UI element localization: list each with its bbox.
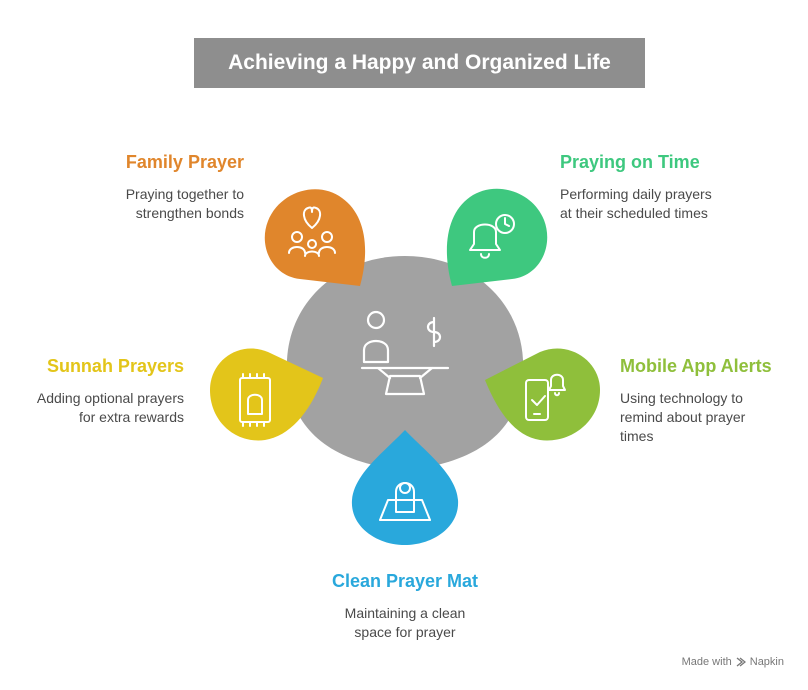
family-desc-line1: Praying together to (125, 186, 244, 202)
mat-label: Clean Prayer Mat Maintaining a clean spa… (270, 571, 540, 642)
title-text: Achieving a Happy and Organized Life (228, 51, 611, 74)
sunnah-drop (210, 348, 323, 441)
family-heart-icon (288, 206, 336, 257)
on-time-desc-line1: Performing daily prayers (560, 186, 712, 202)
footer-made-with: Made with (681, 656, 732, 668)
on-time-label: Praying on Time Performing daily prayers… (560, 152, 712, 223)
family-label: Family Prayer Praying together to streng… (126, 152, 244, 223)
phone-bell-icon (525, 373, 566, 421)
family-desc-line2: strengthen bonds (135, 205, 244, 221)
mobile-desc-line2: remind about prayer (620, 409, 746, 425)
mat-desc-line2: space for prayer (354, 624, 456, 640)
footer-brand: Napkin (749, 656, 784, 668)
sunnah-desc-line2: for extra rewards (78, 409, 184, 425)
center-shape (286, 256, 524, 470)
balance-scale-person-dollar-icon (360, 310, 450, 396)
family-heading: Family Prayer (125, 152, 244, 172)
on-time-drop (446, 188, 548, 286)
sunnah-heading: Sunnah Prayers (46, 356, 184, 376)
diagram-title: Achieving a Happy and Organized Life (194, 38, 645, 88)
sunnah-label: Sunnah Prayers Adding optional prayers f… (37, 356, 184, 427)
footer: Made with Napkin (682, 656, 784, 668)
mobile-desc-line3: times (620, 428, 654, 444)
mat-drop (351, 430, 459, 545)
bell-clock-icon (469, 214, 515, 259)
sunnah-desc-line1: Adding optional prayers (36, 390, 184, 406)
family-drop (264, 189, 366, 286)
on-time-heading: Praying on Time (560, 152, 700, 172)
prayer-rug-icon (239, 373, 271, 427)
mat-desc-line1: Maintaining a clean (344, 605, 466, 621)
mobile-drop (485, 348, 600, 441)
mobile-heading: Mobile App Alerts (620, 356, 772, 376)
napkin-logo-icon (736, 657, 746, 667)
mat-heading: Clean Prayer Mat (331, 571, 479, 591)
mobile-label: Mobile App Alerts Using technology to re… (620, 356, 772, 446)
on-time-desc-line2: at their scheduled times (560, 205, 708, 221)
person-prayer-mat-icon (379, 482, 431, 521)
mobile-desc-line1: Using technology to (620, 390, 743, 406)
